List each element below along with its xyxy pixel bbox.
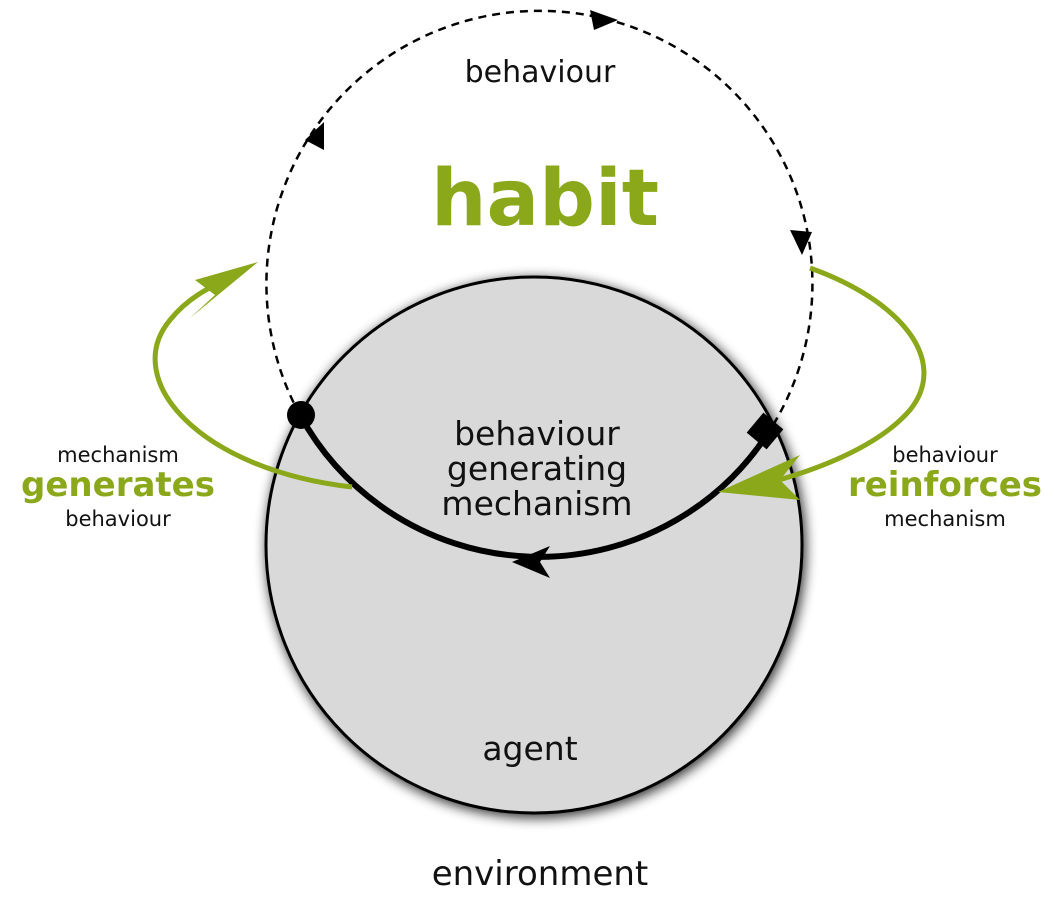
arrowhead-mechanism-icon	[512, 546, 550, 578]
inner-label-line2: generating	[447, 449, 627, 488]
agent-label: agent	[482, 729, 577, 768]
right-annotation-verb: reinforces	[848, 465, 1042, 505]
arrowhead-top-icon	[590, 10, 618, 30]
left-annotation-top: mechanism	[57, 443, 179, 467]
reinforces-arrow	[759, 265, 927, 488]
behaviour-loop-label: behaviour	[465, 55, 616, 90]
agent-circle	[264, 275, 804, 815]
reinforces-arrowhead-icon	[718, 455, 800, 500]
right-annotation-bottom: mechanism	[884, 507, 1006, 531]
habit-title: habit	[431, 154, 659, 244]
start-dot-icon	[287, 401, 315, 429]
generates-arrowhead-icon	[190, 262, 258, 318]
inner-label-line3: mechanism	[441, 484, 632, 523]
left-annotation-bottom: behaviour	[65, 507, 171, 531]
right-annotation-top: behaviour	[892, 443, 998, 467]
environment-label: environment	[432, 854, 649, 894]
arrowhead-right-icon	[790, 230, 812, 255]
left-annotation-verb: generates	[21, 465, 215, 505]
behaviour-loop-dashed-arc	[265, 9, 814, 431]
end-square-icon	[746, 412, 784, 450]
inner-label-line1: behaviour	[454, 414, 620, 453]
generates-arrow	[152, 272, 353, 490]
arrowhead-left-icon	[305, 122, 324, 150]
